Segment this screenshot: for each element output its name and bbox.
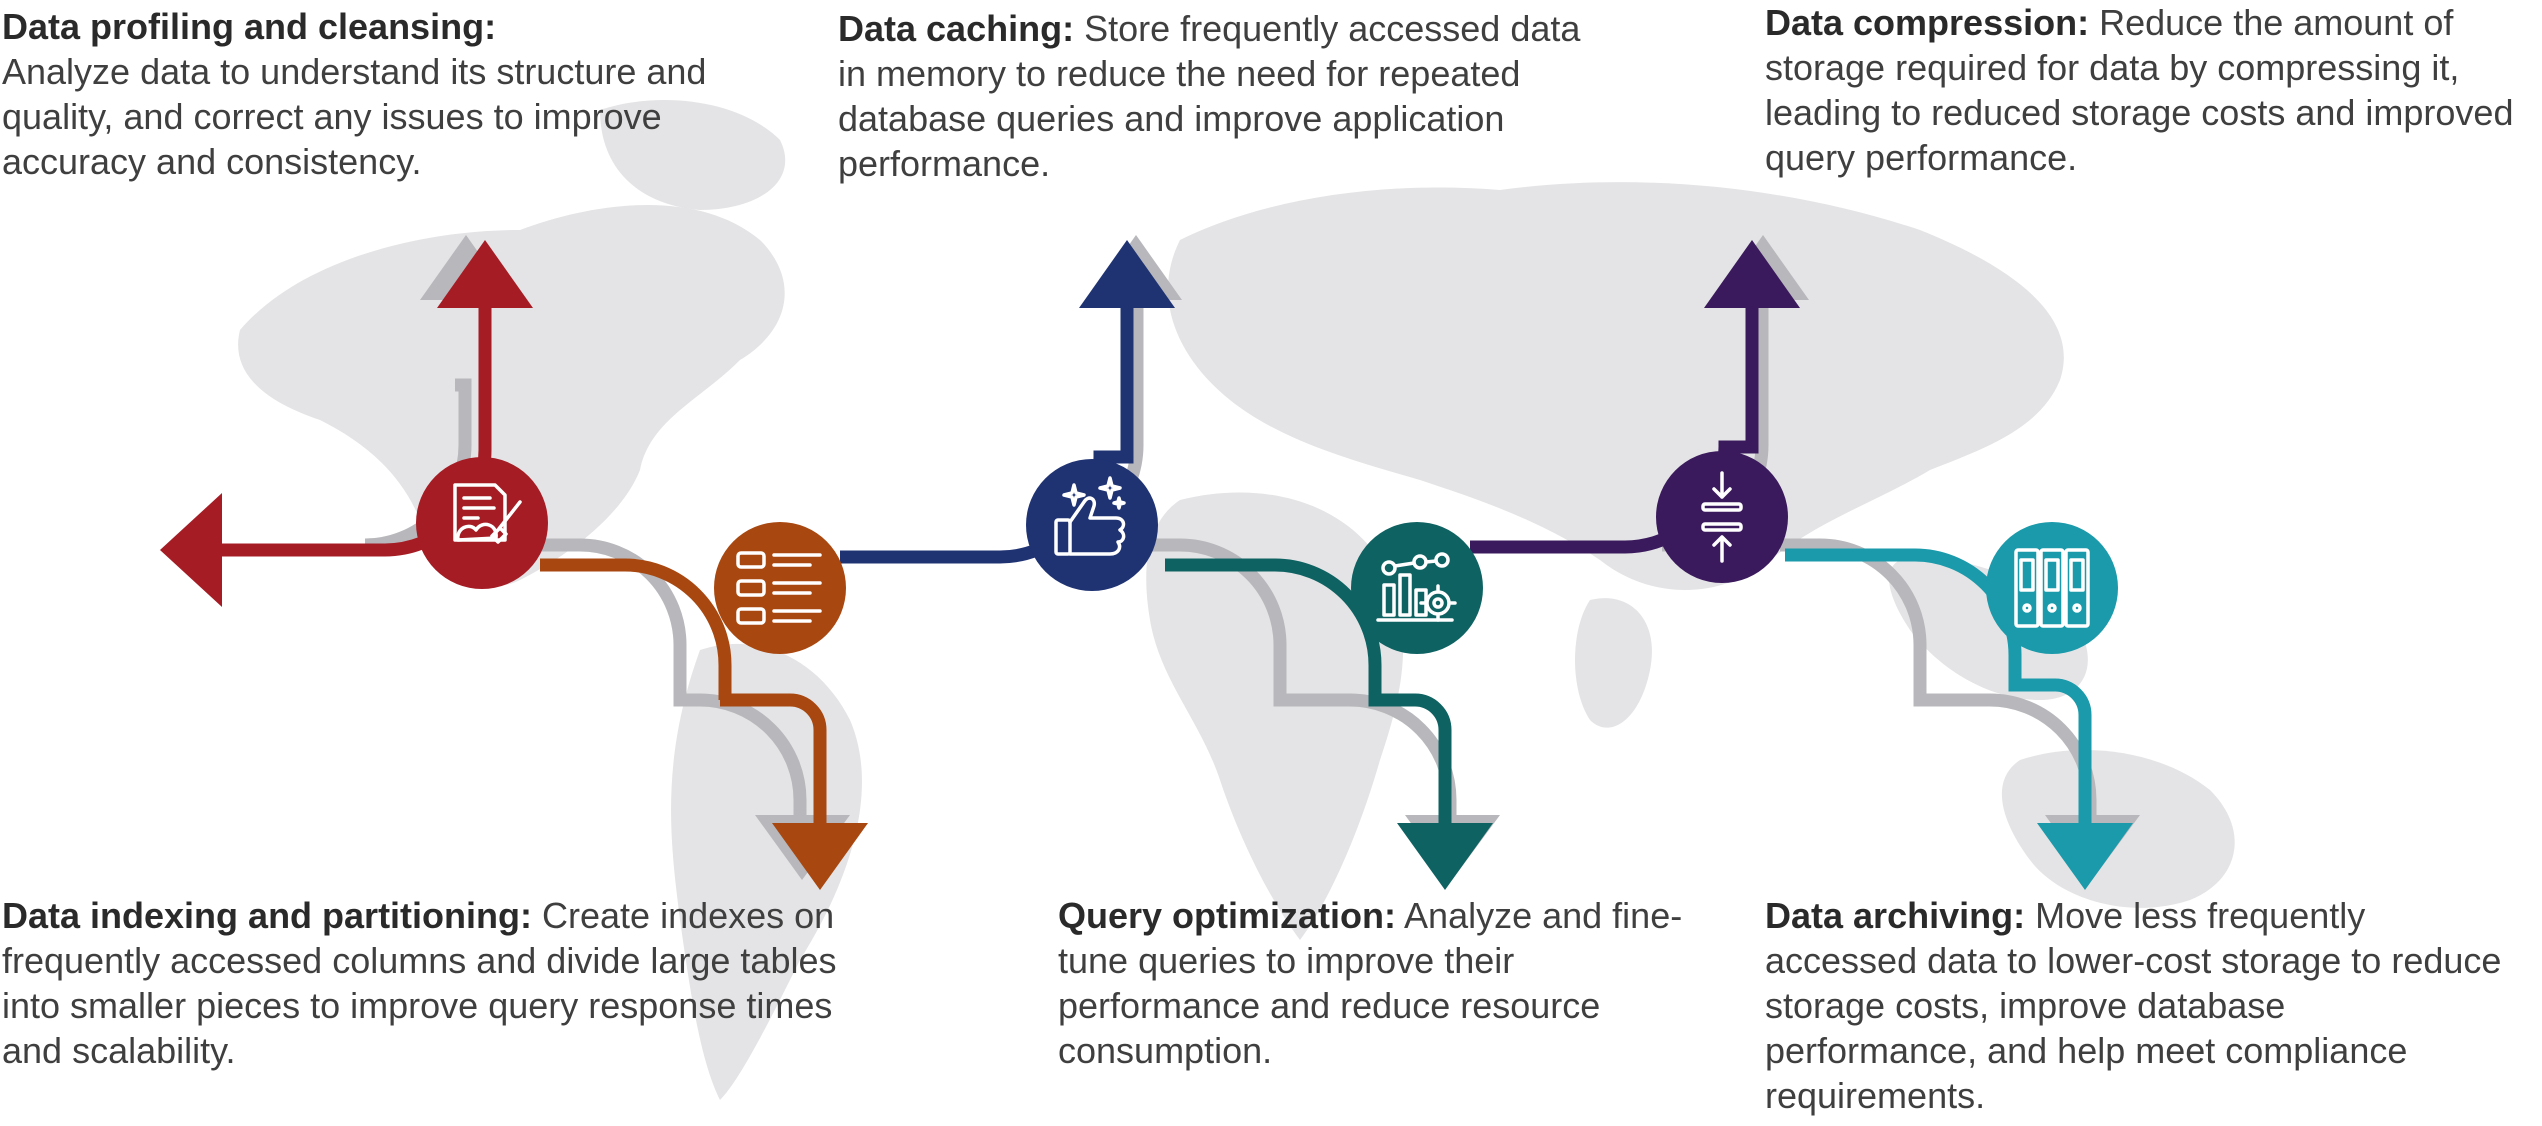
text-block-indexing: Data indexing and partitioning: Create i… xyxy=(2,893,902,1073)
optimization-gears-icon xyxy=(1376,552,1457,622)
node-compression xyxy=(1656,451,1788,583)
arrowhead-up xyxy=(1079,240,1175,308)
text-block-compression: Data compression: Reduce the amount of s… xyxy=(1765,0,2542,180)
node-profiling xyxy=(416,457,548,589)
index-list-icon xyxy=(736,551,822,625)
text-block-archiving: Data archiving: Move less frequently acc… xyxy=(1765,893,2505,1118)
compress-arrows-icon xyxy=(1701,471,1743,563)
item-body: Store frequently accessed data in memory… xyxy=(838,8,1581,184)
arrowhead-down xyxy=(1397,823,1493,890)
arrowhead-down xyxy=(772,823,868,890)
item-body: Analyze and fine-tune queries to improve… xyxy=(1058,895,1683,1071)
text-block-caching: Data caching: Store frequently accessed … xyxy=(838,6,1598,186)
item-body: Create indexes on frequently accessed co… xyxy=(2,895,837,1071)
cleansing-document-icon xyxy=(453,483,522,544)
arrowhead-down xyxy=(2037,823,2133,890)
text-block-query: Query optimization: Analyze and fine-tun… xyxy=(1058,893,1698,1073)
arrowhead-up xyxy=(1704,240,1800,308)
connector-indexing xyxy=(540,558,868,890)
item-body: Reduce the amount of storage required fo… xyxy=(1765,2,2514,178)
item-title: Data indexing and partitioning: xyxy=(2,895,532,936)
world-map-background xyxy=(238,100,2235,1100)
item-title: Data archiving: xyxy=(1765,895,2026,936)
text-block-profiling: Data profiling and cleansing: Analyze da… xyxy=(2,4,722,184)
item-title: Data profiling and cleansing: xyxy=(2,6,497,47)
item-title: Data compression: xyxy=(1765,2,2090,43)
node-caching xyxy=(1026,459,1158,591)
connector-query xyxy=(1165,558,1493,890)
node-indexing xyxy=(714,522,846,654)
node-query xyxy=(1351,522,1483,654)
item-body: Analyze data to understand its structure… xyxy=(2,51,707,182)
archive-binders-icon xyxy=(2014,548,2090,628)
arrowhead-left xyxy=(160,493,222,607)
node-archiving xyxy=(1986,522,2118,654)
thumbs-up-sparkle-icon xyxy=(1054,476,1126,556)
item-body: Move less frequently accessed data to lo… xyxy=(1765,895,2502,1116)
item-title: Data caching: xyxy=(838,8,1075,49)
arrowhead-up xyxy=(437,240,533,308)
item-title: Query optimization: xyxy=(1058,895,1397,936)
